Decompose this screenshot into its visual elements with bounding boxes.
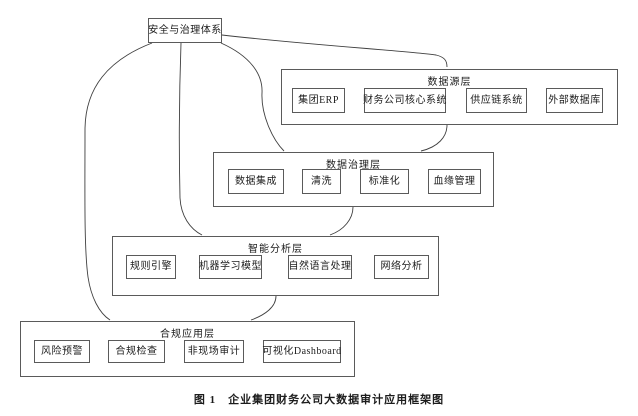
layer-intelligent-analysis: 智能分析层 规则引擎 机器学习模型 自然语言处理 网络分析: [112, 236, 439, 296]
layer-title-data-source: 数据源层: [427, 77, 472, 88]
layer-data-governance: 数据治理层 数据集成 清洗 标准化 血缘管理: [213, 152, 494, 207]
layer-compliance-application: 合规应用层 风险预警 合规检查 非现场审计 可视化Dashboard: [20, 321, 355, 377]
node-supply-chain-system: 供应链系统: [466, 88, 527, 113]
node-lineage-management: 血缘管理: [428, 169, 481, 194]
edge-security-to-data-source-layer: [221, 34, 448, 68]
layer-title-intelligent-analysis: 智能分析层: [248, 244, 303, 255]
node-external-database: 外部数据库: [546, 88, 603, 113]
node-offsite-audit: 非现场审计: [184, 340, 244, 363]
node-machine-learning-model: 机器学习模型: [199, 255, 262, 279]
edge-security-to-data-governance-layer: [220, 42, 285, 152]
edge-security-to-analysis-layer: [178, 42, 203, 236]
node-cleansing: 清洗: [302, 169, 341, 194]
node-data-integration: 数据集成: [228, 169, 284, 194]
edge-analysis-to-compliance: [250, 295, 277, 321]
node-group-erp: 集团ERP: [292, 88, 345, 113]
node-standardization: 标准化: [360, 169, 409, 194]
node-finance-core-system: 财务公司核心系统: [363, 88, 447, 113]
node-natural-language-processing: 自然语言处理: [288, 255, 352, 279]
node-rule-engine: 规则引擎: [126, 255, 176, 279]
layer-title-compliance-application: 合规应用层: [160, 329, 215, 340]
layer-data-source: 数据源层 集团ERP 财务公司核心系统 供应链系统 外部数据库: [281, 69, 618, 125]
layer-title-data-governance: 数据治理层: [326, 160, 381, 171]
edge-security-to-compliance-layer: [84, 42, 153, 321]
node-security-governance: 安全与治理体系: [148, 18, 222, 43]
node-compliance-check: 合规检查: [108, 340, 165, 363]
edge-governance-to-analysis: [329, 206, 354, 236]
figure-caption: 图 1 企业集团财务公司大数据审计应用框架图: [193, 394, 445, 406]
node-network-analysis: 网络分析: [374, 255, 429, 279]
node-risk-warning: 风险预警: [34, 340, 90, 363]
node-visualization-dashboard: 可视化Dashboard: [262, 340, 341, 363]
edge-data-source-to-governance: [420, 124, 448, 152]
